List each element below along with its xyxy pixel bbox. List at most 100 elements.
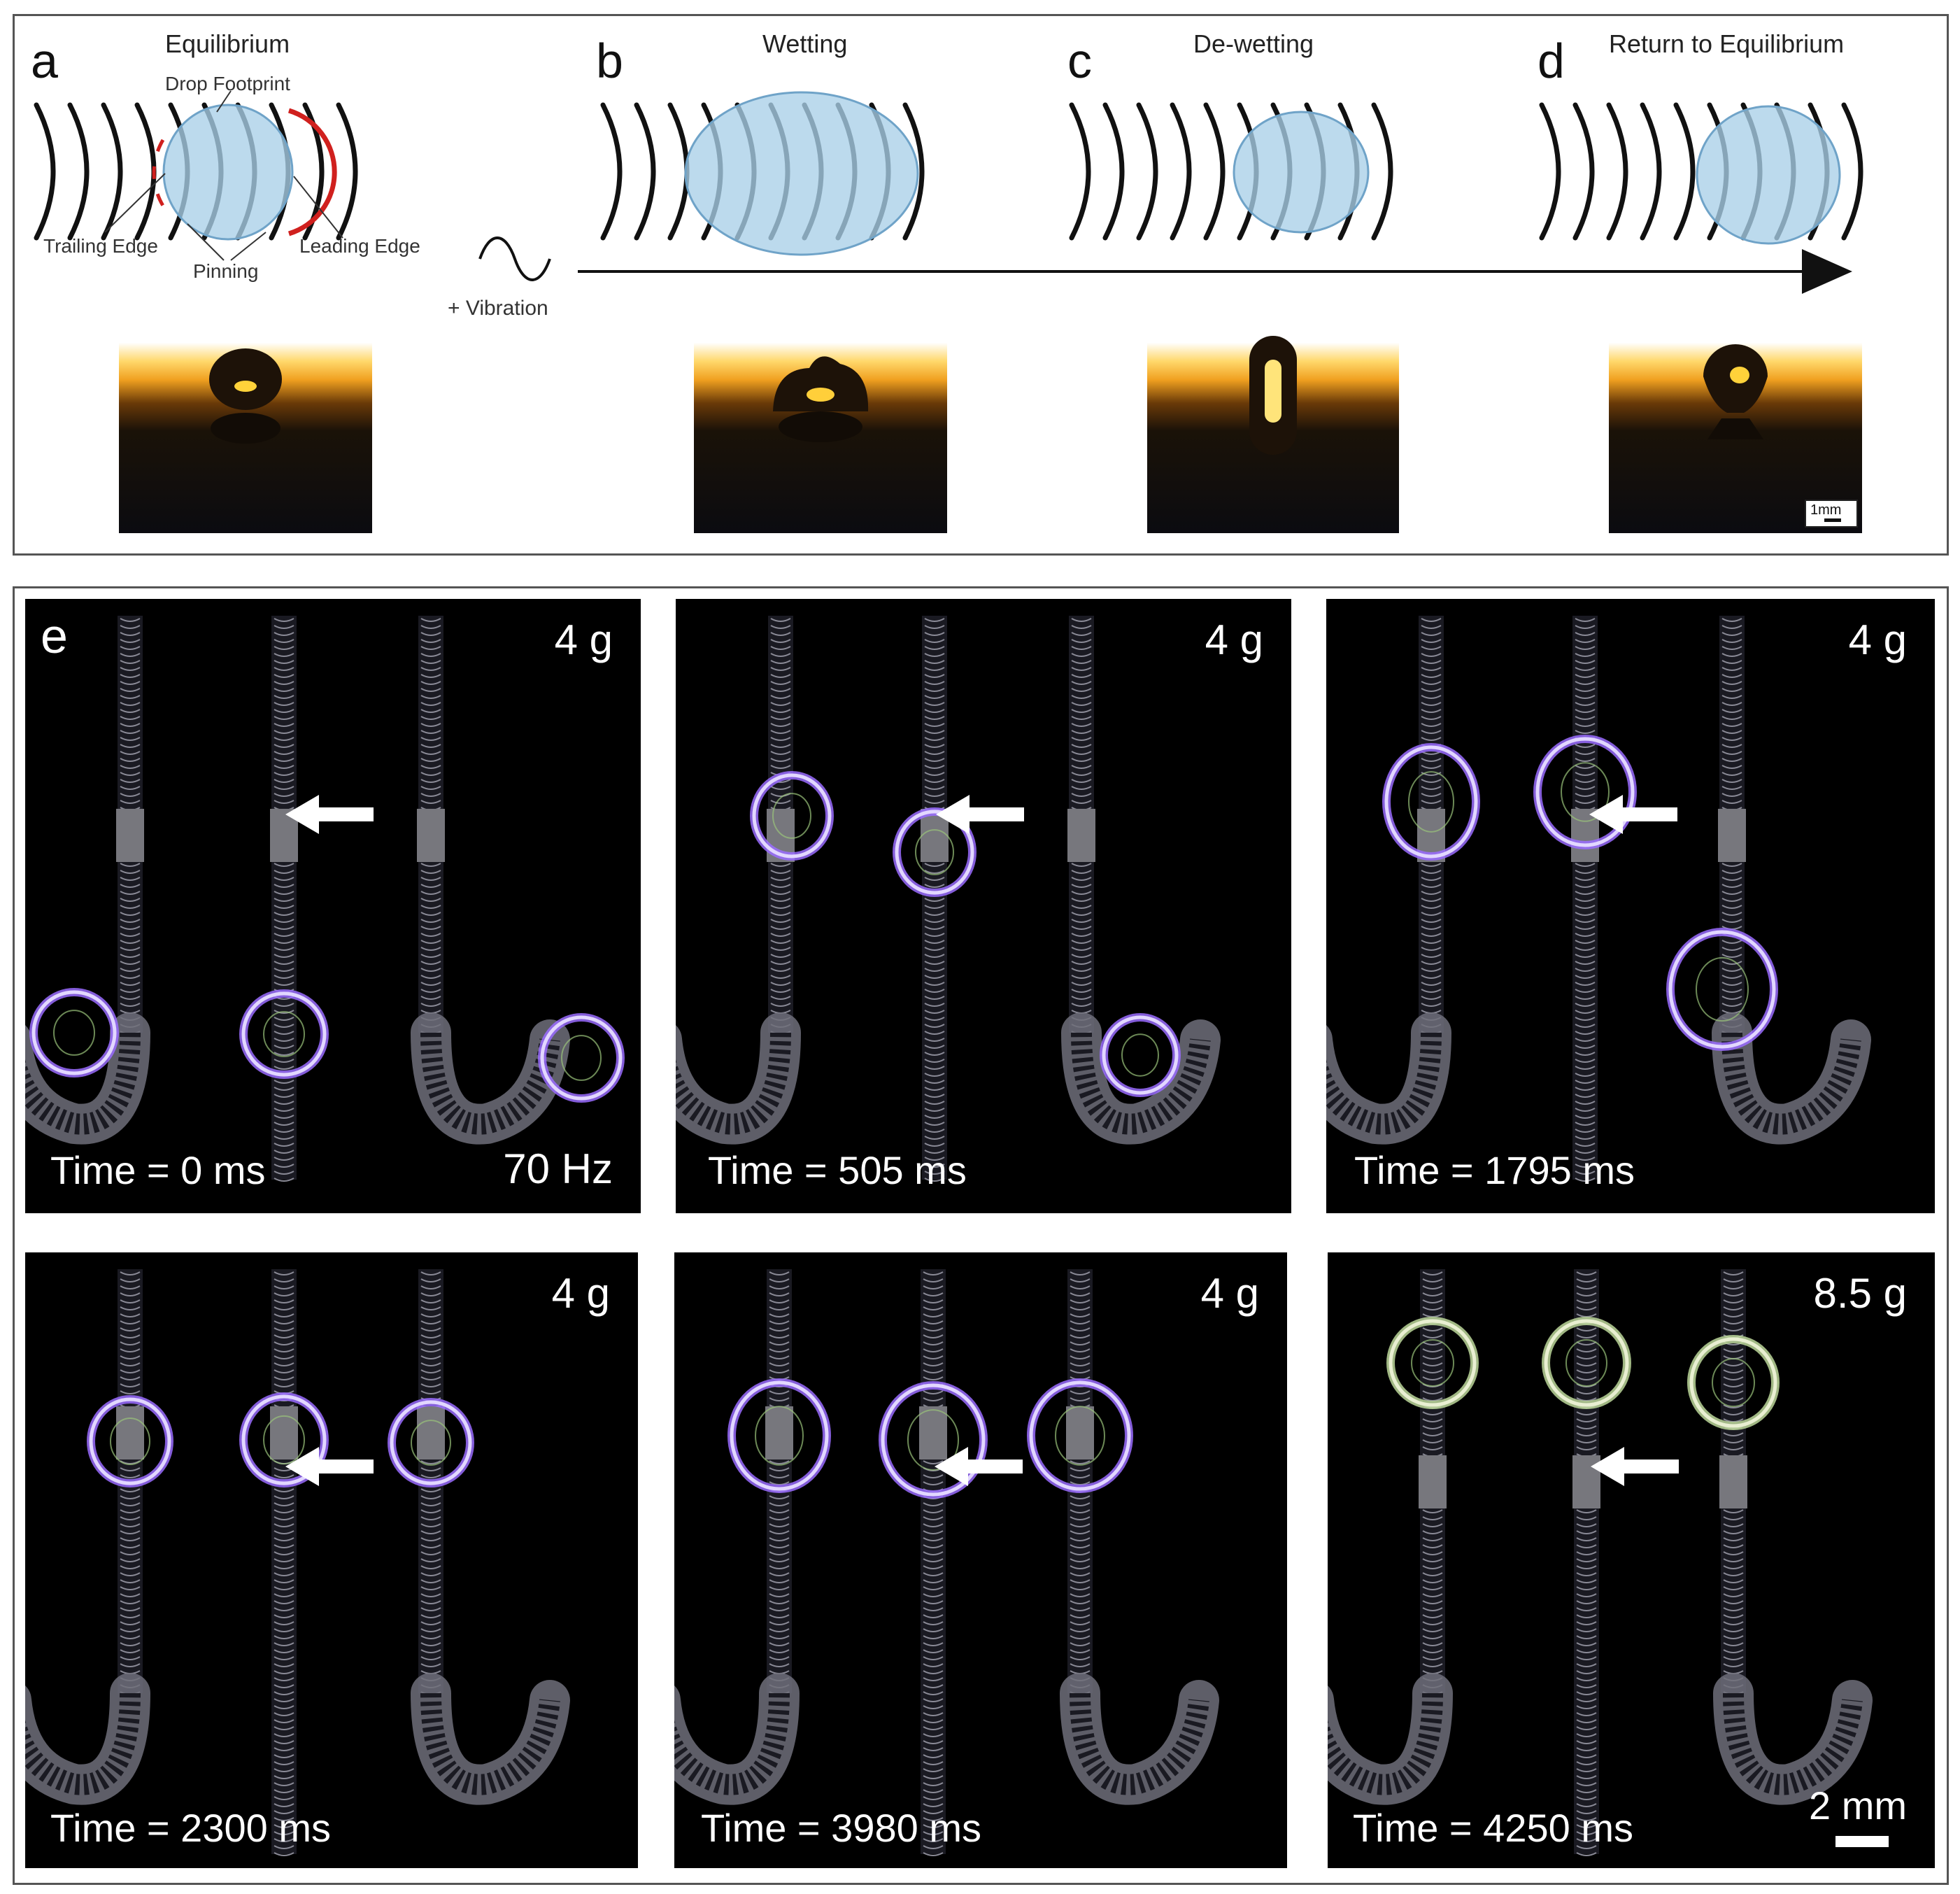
drop-footprint	[1696, 105, 1841, 245]
curved-electrode-track	[411, 1673, 570, 1805]
frame-505ms: 4 g Time = 505 ms	[676, 599, 1291, 1213]
electrode-pad	[1419, 1455, 1447, 1508]
gravity-label: 4 g	[554, 616, 613, 663]
stage-title-de-wetting: De-wetting	[1193, 29, 1314, 58]
droplet-highlight	[1265, 360, 1281, 423]
electrode-pad	[1571, 809, 1599, 862]
droplet	[239, 989, 329, 1079]
electrode-arc	[600, 102, 623, 241]
stage-title-equilibrium: Equilibrium	[165, 29, 290, 58]
electrode-track	[271, 1269, 297, 1856]
droplet-reflection	[211, 413, 280, 444]
droplet-photo-de-wetting	[1147, 301, 1399, 533]
droplet	[209, 348, 282, 410]
electrode-arc	[134, 102, 157, 241]
electrode-pad	[1719, 1455, 1747, 1508]
trailing-edge-marker	[152, 139, 165, 207]
droplet	[727, 1378, 831, 1493]
droplet-reflection	[779, 411, 862, 442]
photo-background	[1609, 301, 1862, 533]
droplet-photo-wetting	[694, 301, 947, 533]
gravity-label: 4 g	[1848, 616, 1907, 663]
panel-letter-b: b	[596, 34, 623, 88]
scale-label-2mm: 2 mm	[1809, 1783, 1907, 1828]
electrode-pad	[116, 1406, 144, 1460]
arrow-left-icon	[285, 795, 374, 834]
curved-electrode-track	[25, 1012, 150, 1145]
leader-leading-edge	[293, 176, 343, 239]
curved-electrode-track	[411, 1012, 570, 1145]
arrow-left-icon	[285, 1447, 374, 1486]
arrow-left-icon	[1589, 795, 1677, 834]
electrode-arc	[67, 102, 90, 241]
electrode-arc	[1640, 102, 1662, 241]
droplet	[1542, 1317, 1631, 1409]
droplet	[1100, 1013, 1181, 1097]
electrode-arc	[634, 102, 656, 241]
arrow-left-icon	[935, 1447, 1023, 1486]
time-label: Time = 4250 ms	[1353, 1806, 1633, 1850]
stage-title-return: Return to Equilibrium	[1609, 29, 1845, 58]
label-trailing-edge: Trailing Edge	[43, 235, 158, 257]
time-label: Time = 0 ms	[50, 1148, 266, 1192]
droplet-photo-equilibrium	[119, 301, 372, 533]
curved-electrode-track	[1713, 1673, 1873, 1805]
arrow-left-icon	[936, 795, 1024, 834]
droplet	[538, 1013, 625, 1103]
droplet	[29, 988, 119, 1077]
drop-footprint	[162, 104, 294, 241]
electrode-arc	[101, 102, 123, 241]
leader-pinning-right	[230, 232, 267, 261]
leader-trailing-edge	[104, 173, 166, 233]
droplet	[1687, 1335, 1780, 1430]
droplet	[1533, 735, 1637, 849]
electrode-track	[271, 616, 297, 1182]
drop-footprint	[1233, 111, 1370, 234]
electrode-pad	[417, 809, 445, 862]
time-label: Time = 3980 ms	[701, 1806, 981, 1850]
scale-bar-line	[1824, 518, 1841, 522]
scale-bar-2mm	[1835, 1836, 1889, 1847]
electrode-arc	[667, 102, 690, 241]
leader-pinning-left	[187, 223, 225, 261]
electrode-pad	[1067, 809, 1095, 862]
droplet	[1382, 743, 1480, 861]
frame-4250ms: 8.5 g Time = 4250 ms 2 mm	[1328, 1252, 1935, 1868]
frequency-label: 70 Hz	[503, 1145, 613, 1192]
leading-edge-marker	[287, 108, 337, 236]
electrode-track	[922, 616, 947, 1182]
gravity-label: 4 g	[1200, 1270, 1259, 1317]
electrode-arc	[1371, 102, 1393, 241]
gravity-label: 4 g	[1205, 616, 1263, 663]
label-pinning: Pinning	[193, 260, 259, 282]
electrode-arc	[34, 102, 56, 241]
time-label: Time = 2300 ms	[50, 1806, 331, 1850]
electrode-track	[1574, 1269, 1599, 1856]
panel-letter-c: c	[1067, 34, 1092, 88]
curved-electrode-track	[1326, 1012, 1451, 1145]
electrode-arc	[1170, 102, 1192, 241]
droplet-highlight	[234, 381, 257, 392]
droplet-highlight	[1730, 367, 1749, 383]
droplet	[750, 771, 834, 861]
curved-electrode-track	[1328, 1673, 1453, 1805]
electrode-track	[921, 1269, 946, 1856]
electrode-pad	[116, 809, 144, 862]
electrode-track	[1067, 1269, 1093, 1695]
electrode-arc	[1841, 102, 1863, 241]
electrode-arc	[1572, 102, 1595, 241]
electrode-arc	[1102, 102, 1125, 241]
gravity-label: 8.5 g	[1813, 1270, 1907, 1317]
curved-electrode-track	[676, 1012, 801, 1145]
drop-footprint	[684, 91, 919, 256]
label-leading-edge: Leading Edge	[299, 235, 420, 257]
panel-letter-e: e	[41, 609, 68, 663]
droplet	[388, 1398, 474, 1487]
sine-wave-icon	[478, 236, 551, 281]
curved-electrode-track	[1712, 1012, 1871, 1145]
droplet-photo-return: 1mm	[1609, 301, 1862, 533]
droplet-reflection	[1707, 418, 1763, 439]
panel-letter-d: d	[1538, 34, 1565, 88]
droplet	[879, 1381, 988, 1499]
electrode-track	[118, 616, 143, 1035]
